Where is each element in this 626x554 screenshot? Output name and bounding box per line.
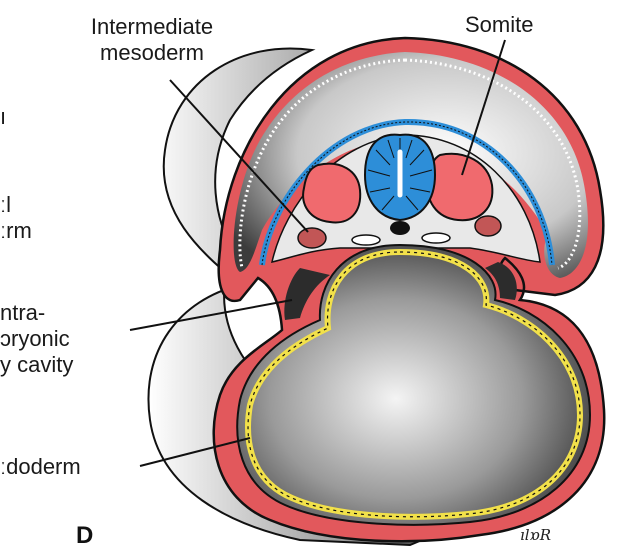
notochord [390,221,410,235]
intermediate-mesoderm-left [298,228,326,248]
dorsal-aorta-left [352,235,380,245]
label-somite: Somite [465,12,533,38]
label-left-cut-1: ı [0,104,6,130]
label-intermediate-mesoderm: Intermediate mesoderm [62,14,242,66]
label-intraembryonic-cavity: ntra- ɔryonic y cavity [0,300,73,378]
label-endoderm: ːdoderm [0,454,81,480]
label-left-cut-2: ːl ːrm [0,192,32,244]
dorsal-aorta-right [422,233,450,243]
signature: ılɒR [520,526,551,544]
panel-label: D [76,522,93,550]
somite-left [303,164,360,223]
intermediate-mesoderm-right [475,216,501,236]
